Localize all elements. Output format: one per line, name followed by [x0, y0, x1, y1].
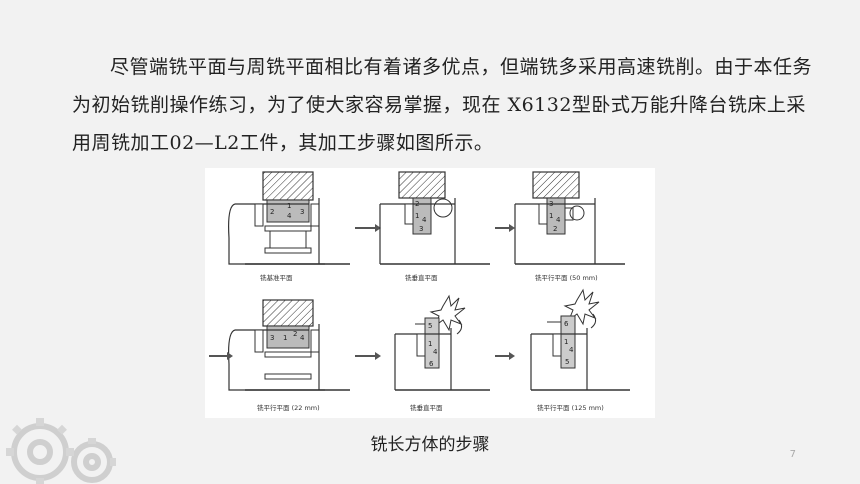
step-5-diagram: 5 1 4 6 铣垂直平面: [394, 294, 490, 412]
face-label: 2: [553, 225, 557, 233]
step-6-diagram: 6 1 4 5 铣平行平面 (125 mm): [530, 288, 630, 412]
face-label: 6: [564, 320, 569, 328]
step-1-diagram: 1 2 3 4 铣基准平面: [228, 171, 350, 282]
face-label: 3: [300, 208, 304, 216]
step-3-diagram: 3 1 4 2 铣平行平面 (50 mm): [514, 171, 625, 282]
step-label: 铣基准平面: [260, 273, 293, 282]
step-label: 铣平行平面 (50 mm): [535, 273, 598, 282]
step-label: 铣平行平面 (22 mm): [257, 403, 320, 412]
face-label: 3: [270, 334, 274, 342]
face-label: 1: [549, 212, 553, 220]
face-label: 4: [556, 216, 561, 224]
step-label: 铣垂直平面: [405, 273, 438, 282]
face-label: 1: [287, 202, 291, 210]
milling-steps-figure: 1 2 3 4 铣基准平面 2 1 4 3 铣垂直平面 3 1 4 2 铣平行: [205, 168, 655, 418]
step-4-diagram: 3 1 2 4 铣平行平面 (22 mm): [228, 299, 350, 412]
step-label: 铣垂直平面: [410, 403, 443, 412]
face-label: 2: [415, 200, 419, 208]
gears-decoration-icon: [6, 418, 116, 484]
step-label: 铣平行平面 (125 mm): [537, 403, 604, 412]
face-label: 6: [429, 360, 434, 368]
face-label: 1: [428, 340, 432, 348]
page-number: 7: [789, 449, 796, 460]
face-label: 4: [300, 334, 305, 342]
face-label: 1: [564, 338, 568, 346]
face-label: 3: [419, 225, 423, 233]
face-label: 4: [433, 348, 438, 356]
body-paragraph: 尽管端铣平面与周铣平面相比有着诸多优点，但端铣多采用高速铣削。由于本任务为初始铣…: [72, 56, 813, 154]
face-label: 1: [283, 334, 287, 342]
face-label: 4: [422, 216, 427, 224]
face-label: 5: [428, 322, 432, 330]
face-label: 1: [415, 212, 419, 220]
face-label: 3: [549, 200, 553, 208]
face-label: 2: [270, 208, 274, 216]
face-label: 4: [287, 212, 292, 220]
face-label: 4: [569, 346, 574, 354]
face-label: 2: [293, 330, 297, 338]
figure-caption: 铣长方体的步骤: [370, 435, 490, 455]
face-label: 5: [565, 358, 569, 366]
step-2-diagram: 2 1 4 3 铣垂直平面: [379, 171, 490, 282]
